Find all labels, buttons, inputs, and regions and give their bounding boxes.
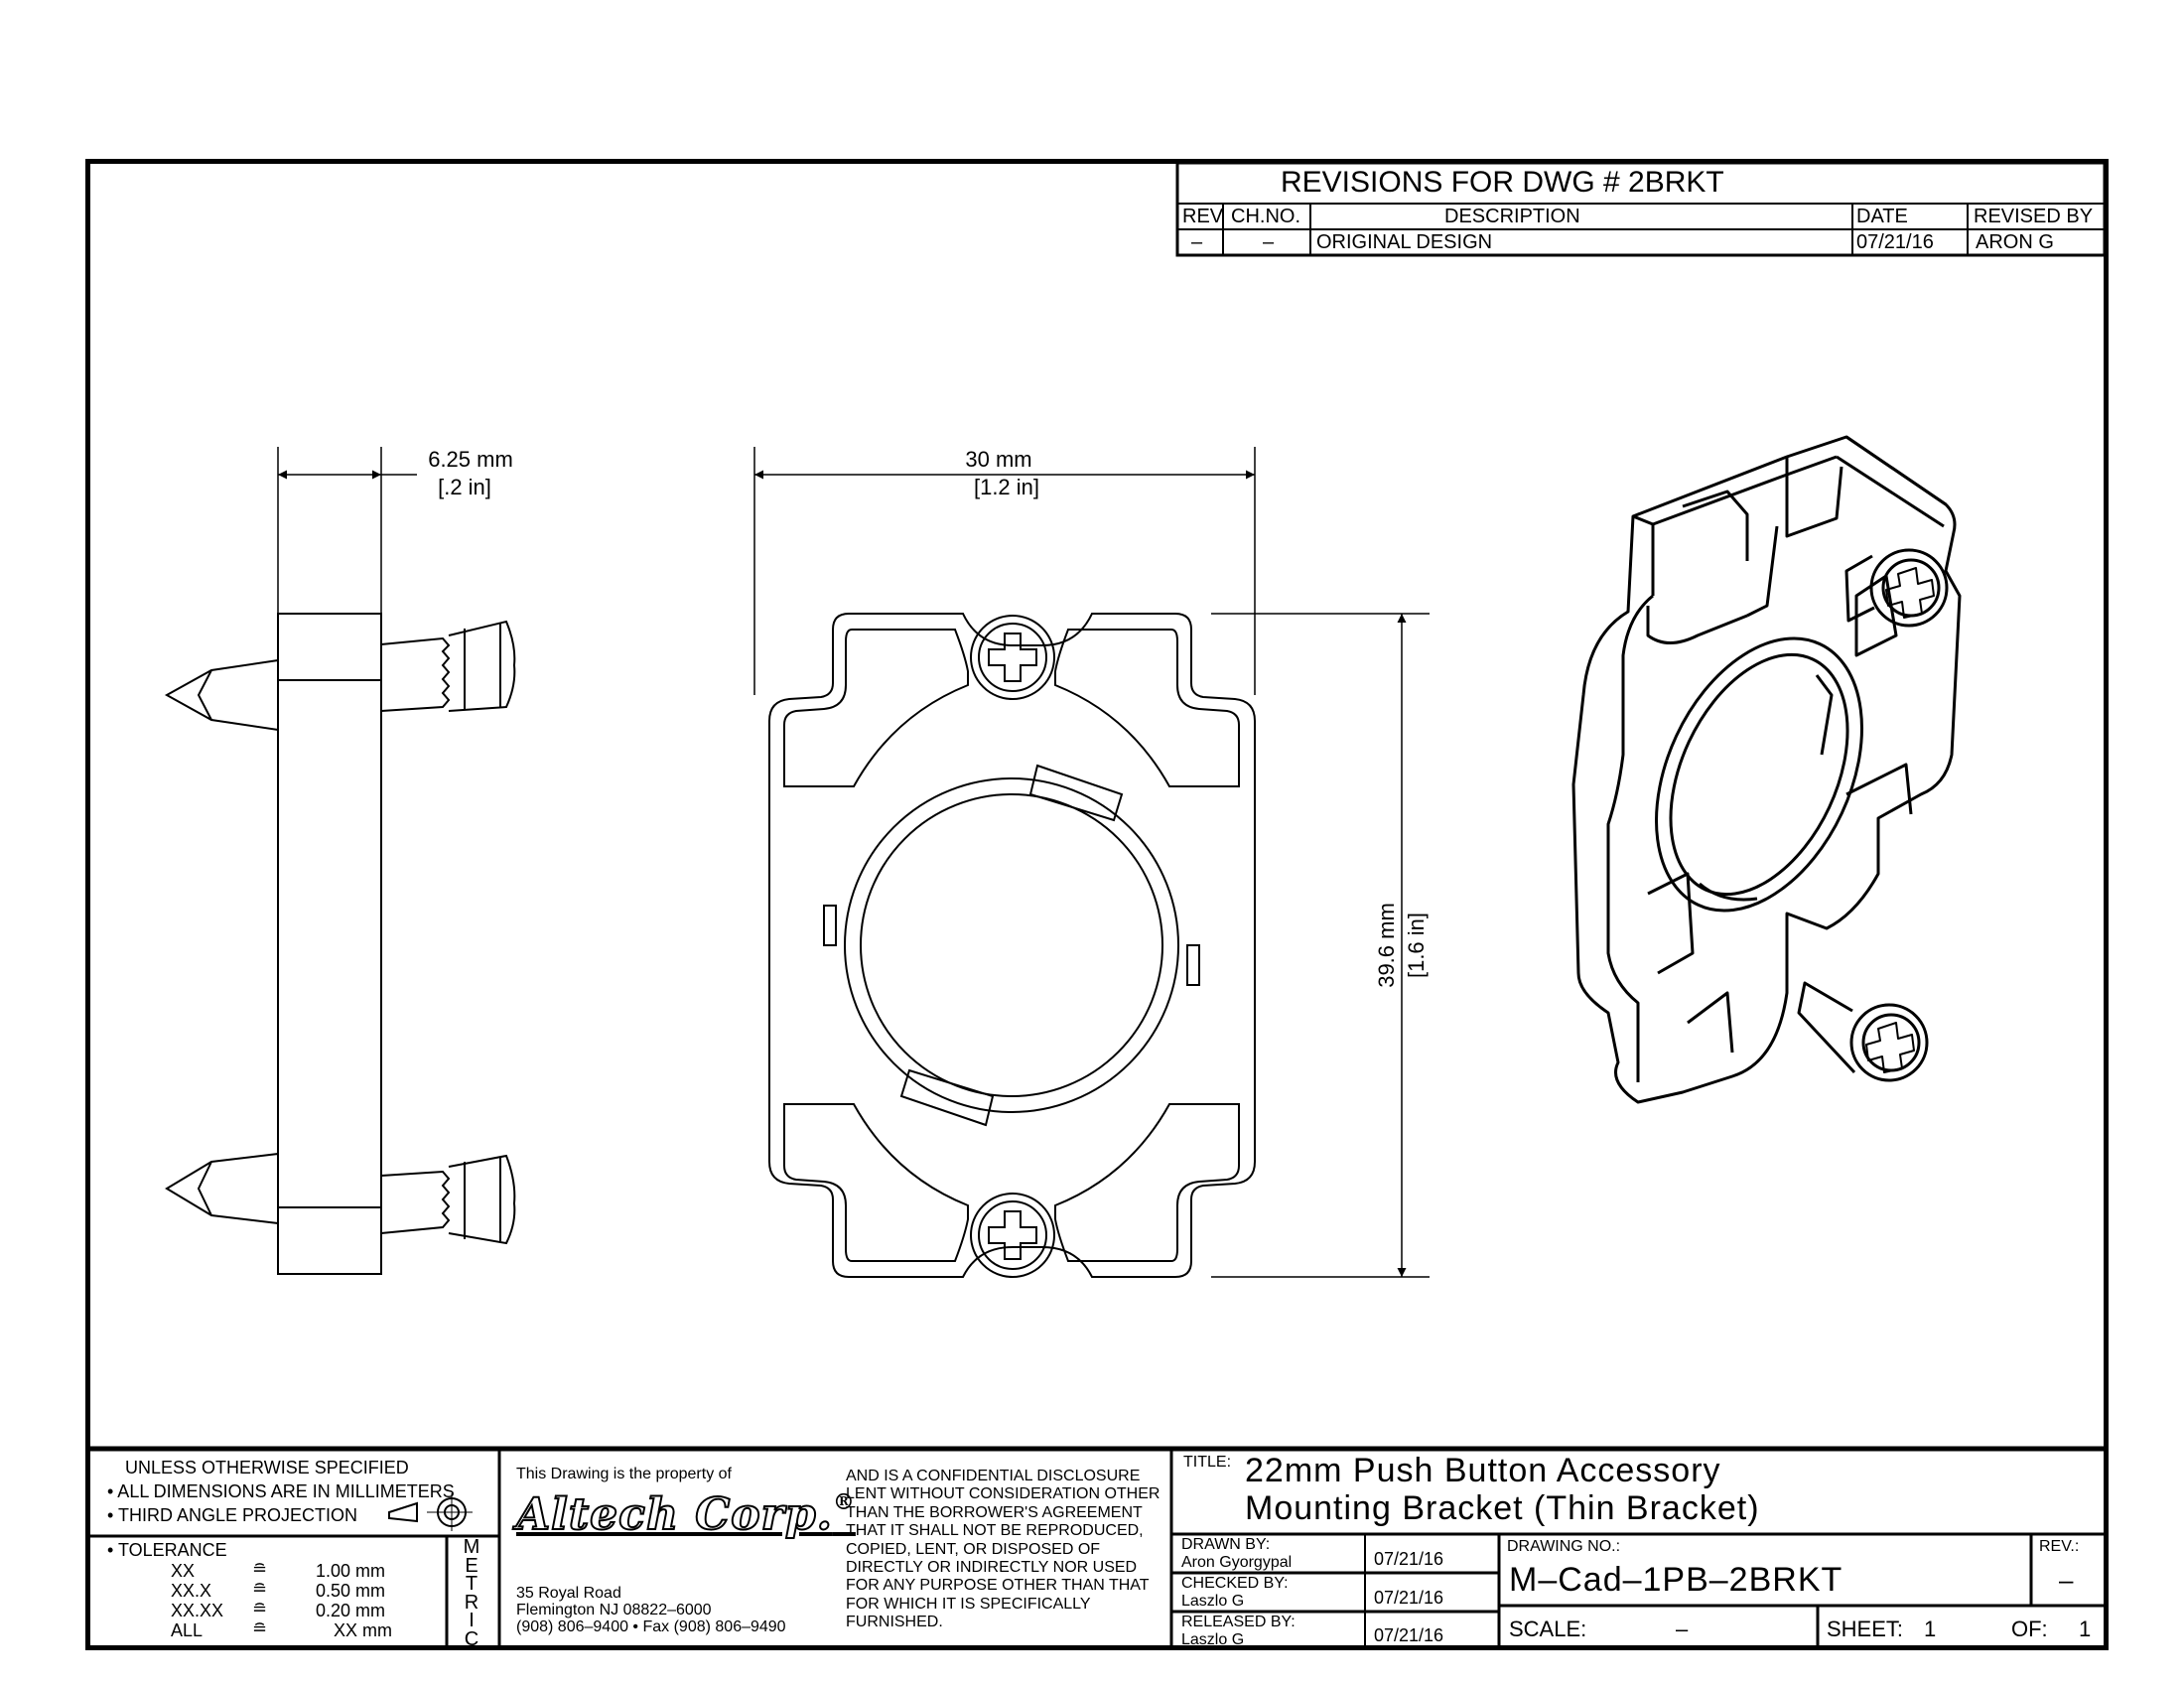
title-label: TITLE: — [1183, 1454, 1232, 1471]
isometric-view — [1571, 435, 1962, 1104]
description-cell: ORIGINAL DESIGN — [1316, 231, 1493, 253]
tolerance-key: XX.X — [171, 1581, 212, 1601]
tolerance-val: 0.20 mm — [316, 1601, 386, 1620]
tolerance-key: XX.XX — [171, 1601, 224, 1620]
tolerance-sym: ≘ — [252, 1559, 268, 1579]
rev-value: – — [2059, 1565, 2074, 1595]
metric-letter: E — [465, 1554, 478, 1577]
metric-label: M E T R I C — [449, 1536, 494, 1650]
tolerance-val: 1.00 mm — [316, 1561, 386, 1581]
front-width-in: [1.2 in] — [974, 475, 1039, 499]
upper-pin — [164, 620, 516, 732]
of-label: OF: — [2011, 1617, 2048, 1641]
metric-letter: C — [464, 1627, 479, 1650]
drawing-title-line-2: Mounting Bracket (Thin Bracket) — [1245, 1489, 1760, 1527]
phone-fax: (908) 806–9400 • Fax (908) 806–9490 — [516, 1618, 786, 1635]
spec-heading: UNLESS OTHERWISE SPECIFIED — [125, 1458, 409, 1477]
tolerance-key: XX — [171, 1561, 196, 1581]
drawing-no-label: DRAWING NO.: — [1507, 1538, 1621, 1555]
sheet-value: 1 — [1924, 1617, 1937, 1641]
rev-label: REV.: — [2039, 1538, 2080, 1555]
lower-pin — [165, 1152, 516, 1245]
tolerance-sym: ≘ — [252, 1579, 268, 1599]
side-view — [164, 447, 516, 1275]
registered-mark: ® — [832, 1489, 856, 1515]
date-cell: 07/21/16 — [1856, 231, 1934, 253]
tolerance-val: 0.50 mm — [316, 1581, 386, 1601]
scale-label: SCALE: — [1509, 1617, 1587, 1641]
revisions-title: REVISIONS FOR DWG # 2BRKT — [1281, 166, 1724, 199]
revisions-table — [1175, 161, 2107, 257]
drawing-no: M–Cad–1PB–2BRKT — [1509, 1561, 1843, 1599]
tolerance-sym: ≘ — [252, 1618, 268, 1638]
checked-by-name: Laszlo G — [1181, 1593, 1245, 1610]
checked-date: 07/21/16 — [1374, 1588, 1444, 1608]
address-line-2: Flemington NJ 08822–6000 — [516, 1602, 712, 1618]
spec-line-dimensions: • ALL DIMENSIONS ARE IN MILLIMETERS — [107, 1481, 455, 1501]
property-line: This Drawing is the property of — [516, 1466, 732, 1482]
revised-by-header: REVISED BY — [1974, 206, 2094, 227]
spec-line-projection: • THIRD ANGLE PROJECTION — [107, 1505, 358, 1525]
side-width-mm: 6.25 mm — [428, 447, 513, 472]
sheet-label: SHEET: — [1827, 1617, 1904, 1641]
released-date: 07/21/16 — [1374, 1625, 1444, 1645]
tolerance-sym: ≘ — [252, 1599, 268, 1618]
drawing-title-line-1: 22mm Push Button Accessory — [1245, 1452, 1721, 1489]
chno-header: CH.NO. — [1231, 206, 1300, 227]
front-height-mm: 39.6 mm — [1374, 903, 1399, 988]
disclosure-line: THAN THE BORROWER'S AGREEMENT — [846, 1503, 1143, 1521]
disclosure-text: AND IS A CONFIDENTIAL DISCLOSURE LENT WI… — [846, 1468, 1160, 1632]
disclosure-line: LENT WITHOUT CONSIDERATION OTHER — [846, 1485, 1160, 1503]
metric-letter: T — [465, 1573, 478, 1596]
address-line-1: 35 Royal Road — [516, 1585, 621, 1602]
disclosure-line: THAT IT SHALL NOT BE REPRODUCED, — [846, 1522, 1144, 1540]
rev-cell: – — [1191, 231, 1203, 253]
third-angle-projection-icon — [388, 1493, 473, 1531]
disclosure-line: FOR ANY PURPOSE OTHER THAN THAT — [846, 1577, 1150, 1595]
metric-letter: I — [469, 1610, 475, 1632]
scale-value: – — [1676, 1617, 1689, 1641]
disclosure-line: DIRECTLY OR INDIRECTLY NOR USED — [846, 1559, 1138, 1577]
date-header: DATE — [1856, 206, 1908, 227]
drawn-date: 07/21/16 — [1374, 1549, 1444, 1569]
checked-by-label: CHECKED BY: — [1181, 1575, 1289, 1592]
released-by-label: RELEASED BY: — [1181, 1614, 1296, 1630]
chno-cell: – — [1263, 231, 1275, 253]
drawn-by-name: Aron Gyorgypal — [1181, 1554, 1293, 1571]
description-header: DESCRIPTION — [1444, 206, 1580, 227]
drawing-frame — [85, 159, 2109, 1650]
disclosure-line: FOR WHICH IT IS SPECIFICALLY — [846, 1595, 1091, 1613]
rev-header: REV — [1182, 206, 1224, 227]
front-view — [753, 447, 1430, 1278]
revised-by-cell: ARON G — [1976, 231, 2054, 253]
front-height-in: [1.6 in] — [1404, 913, 1429, 978]
front-width-mm: 30 mm — [965, 447, 1031, 472]
of-value: 1 — [2079, 1617, 2092, 1641]
tolerance-val: XX mm — [334, 1620, 393, 1640]
company-logo: Altech Corp.® — [515, 1488, 856, 1541]
tolerance-label: • TOLERANCE — [107, 1540, 227, 1560]
metric-letter: M — [463, 1536, 480, 1558]
disclosure-line: COPIED, LENT, OR DISPOSED OF — [846, 1540, 1101, 1558]
metric-letter: R — [464, 1591, 479, 1614]
side-width-in: [.2 in] — [438, 475, 491, 499]
disclosure-line: FURNISHED. — [846, 1614, 943, 1631]
disclosure-line: AND IS A CONFIDENTIAL DISCLOSURE — [846, 1468, 1141, 1484]
released-by-name: Laszlo G — [1181, 1631, 1245, 1648]
drawn-by-label: DRAWN BY: — [1181, 1536, 1271, 1553]
title-block — [85, 1446, 2109, 1650]
tolerance-key: ALL — [171, 1620, 204, 1640]
